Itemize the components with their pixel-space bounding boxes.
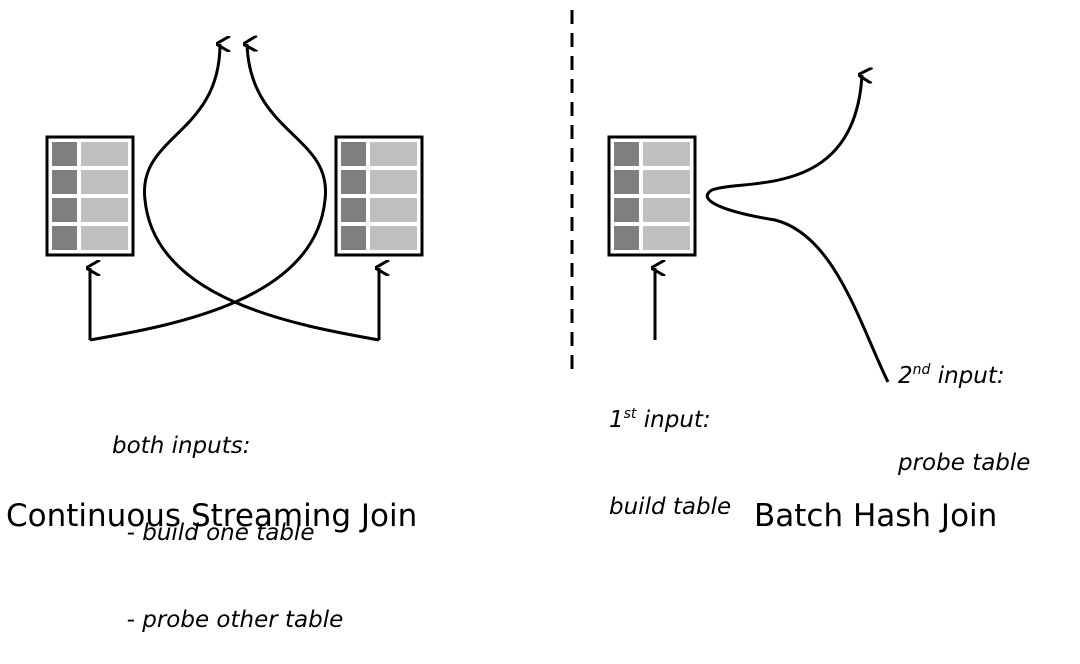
table-key-cell [614,198,639,222]
table-key-cell [614,226,639,250]
note-line: - probe other table [112,607,344,633]
build-hash-table [607,135,697,257]
left-hash-table [45,135,135,257]
table-key-cell [52,198,77,222]
note-line: - build one table [112,520,315,546]
right-caption: Batch Hash Join [754,498,998,534]
table-value-cell [370,142,417,166]
note-line: both inputs: [112,433,251,459]
second-input-note: 2nd input: probe table [898,304,1030,507]
table-key-cell [341,170,366,194]
table-key-cell [614,142,639,166]
table-value-cell [643,170,690,194]
table-value-cell [370,226,417,250]
right-hash-table [334,135,424,257]
table-value-cell [643,142,690,166]
table-value-cell [81,170,128,194]
table-key-cell [52,142,77,166]
second-input-label: 2nd input: [898,362,1005,389]
left-caption: Continuous Streaming Join [6,498,418,534]
table-key-cell [341,226,366,250]
right-input-probe-path [143,44,380,342]
left-input-probe-path [89,44,327,342]
table-key-cell [52,170,77,194]
table-key-cell [614,170,639,194]
table-value-cell [81,226,128,250]
table-key-cell [341,198,366,222]
table-value-cell [81,198,128,222]
table-value-cell [370,198,417,222]
first-input-role: build table [609,494,732,520]
first-input-note: 1st input: build table [609,348,731,551]
table-value-cell [643,226,690,250]
table-value-cell [643,198,690,222]
table-key-cell [52,226,77,250]
table-value-cell [81,142,128,166]
table-key-cell [341,142,366,166]
second-input-role: probe table [898,450,1031,476]
first-input-label: 1st input: [609,406,711,433]
table-value-cell [370,170,417,194]
second-input-probe-path [705,75,890,383]
join-diagram [45,10,890,383]
